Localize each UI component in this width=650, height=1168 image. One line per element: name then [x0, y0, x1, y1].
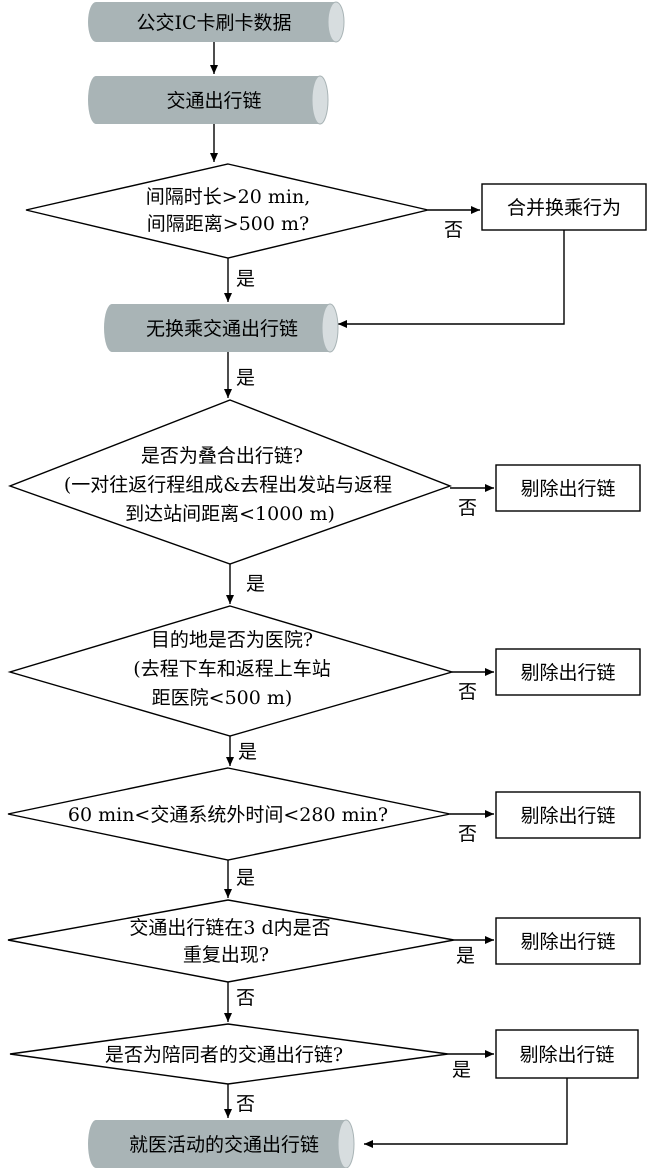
remove-box-1-label: 剔除出行链 — [520, 478, 615, 500]
start-label: 公交IC卡刷卡数据 — [136, 12, 291, 34]
decision-overlap: 是否为叠合出行链? (一对往返行程组成&去程出发站与返程 到达站间距离<1000… — [7, 399, 453, 565]
decision-time-outside-label: 60 min<交通系统外时间<280 min? — [68, 804, 388, 826]
d6-no-label: 否 — [236, 1093, 255, 1115]
end-label: 就医活动的交通出行链 — [129, 1134, 319, 1156]
remove-box-2: 剔除出行链 — [495, 648, 641, 696]
decision-companion: 是否为陪同者的交通出行链? — [9, 1023, 449, 1085]
d3-yes-label: 是 — [238, 741, 257, 763]
decision-interval-line2: 间隔距离>500 m? — [147, 213, 309, 235]
d2-no-label: 否 — [458, 497, 477, 519]
decision-interval: 间隔时长>20 min, 间隔距离>500 m? — [25, 163, 429, 259]
merge-transfer-label: 合并换乘行为 — [507, 197, 621, 219]
d1-no-label: 否 — [444, 219, 463, 241]
d5-yes-label: 是 — [456, 945, 475, 967]
decision-repeat: 交通出行链在3 d内是否 重复出现? — [7, 899, 455, 983]
d2-yes-label: 是 — [246, 573, 265, 595]
decision-interval-line1: 间隔时长>20 min, — [146, 186, 311, 208]
no-transfer-label: 无换乘交通出行链 — [146, 318, 298, 340]
decision-hospital-line2: (去程下车和返程上车站 — [133, 658, 330, 680]
decision-time-outside: 60 min<交通系统外时间<280 min? — [7, 767, 451, 861]
chain-node: 交通出行链 — [88, 75, 329, 125]
remove-box-2-label: 剔除出行链 — [520, 662, 615, 684]
decision-overlap-line2: (一对往返行程组成&去程出发站与返程 — [64, 474, 392, 496]
d4-no-label: 否 — [458, 823, 477, 845]
decision-companion-label: 是否为陪同者的交通出行链? — [105, 1044, 343, 1066]
remove-box-5: 剔除出行链 — [495, 1029, 639, 1079]
d1-yes-label: 是 — [236, 268, 255, 290]
d4-yes-label: 是 — [236, 867, 255, 889]
d5-no-label: 否 — [236, 987, 255, 1009]
arrow-merge-to-no-transfer — [338, 230, 565, 328]
remove-box-3-label: 剔除出行链 — [520, 805, 615, 827]
remove-box-1: 剔除出行链 — [495, 464, 641, 512]
after-no-transfer-label: 是 — [236, 367, 255, 389]
decision-repeat-line1: 交通出行链在3 d内是否 — [129, 917, 330, 939]
no-transfer-node: 无换乘交通出行链 — [104, 303, 339, 353]
remove-box-3: 剔除出行链 — [495, 791, 641, 839]
arrow-remove5-to-end — [364, 1078, 568, 1148]
end-node: 就医活动的交通出行链 — [88, 1119, 355, 1168]
remove-box-4-label: 剔除出行链 — [520, 931, 615, 953]
d3-no-label: 否 — [458, 681, 477, 703]
decision-overlap-line3: 到达站间距离<1000 m) — [125, 503, 335, 525]
d6-yes-label: 是 — [452, 1059, 471, 1081]
decision-repeat-line2: 重复出现? — [183, 944, 269, 966]
remove-box-5-label: 剔除出行链 — [519, 1044, 614, 1066]
decision-hospital-line1: 目的地是否为医院? — [151, 629, 313, 651]
decision-hospital-line3: 距医院<500 m) — [152, 687, 293, 709]
chain-label: 交通出行链 — [166, 90, 261, 112]
merge-transfer-box: 合并换乘行为 — [481, 183, 647, 231]
decision-overlap-line1: 是否为叠合出行链? — [141, 445, 303, 467]
remove-box-4: 剔除出行链 — [495, 917, 641, 965]
start-node: 公交IC卡刷卡数据 — [88, 1, 345, 43]
decision-hospital: 目的地是否为医院? (去程下车和返程上车站 距医院<500 m) — [7, 605, 455, 737]
